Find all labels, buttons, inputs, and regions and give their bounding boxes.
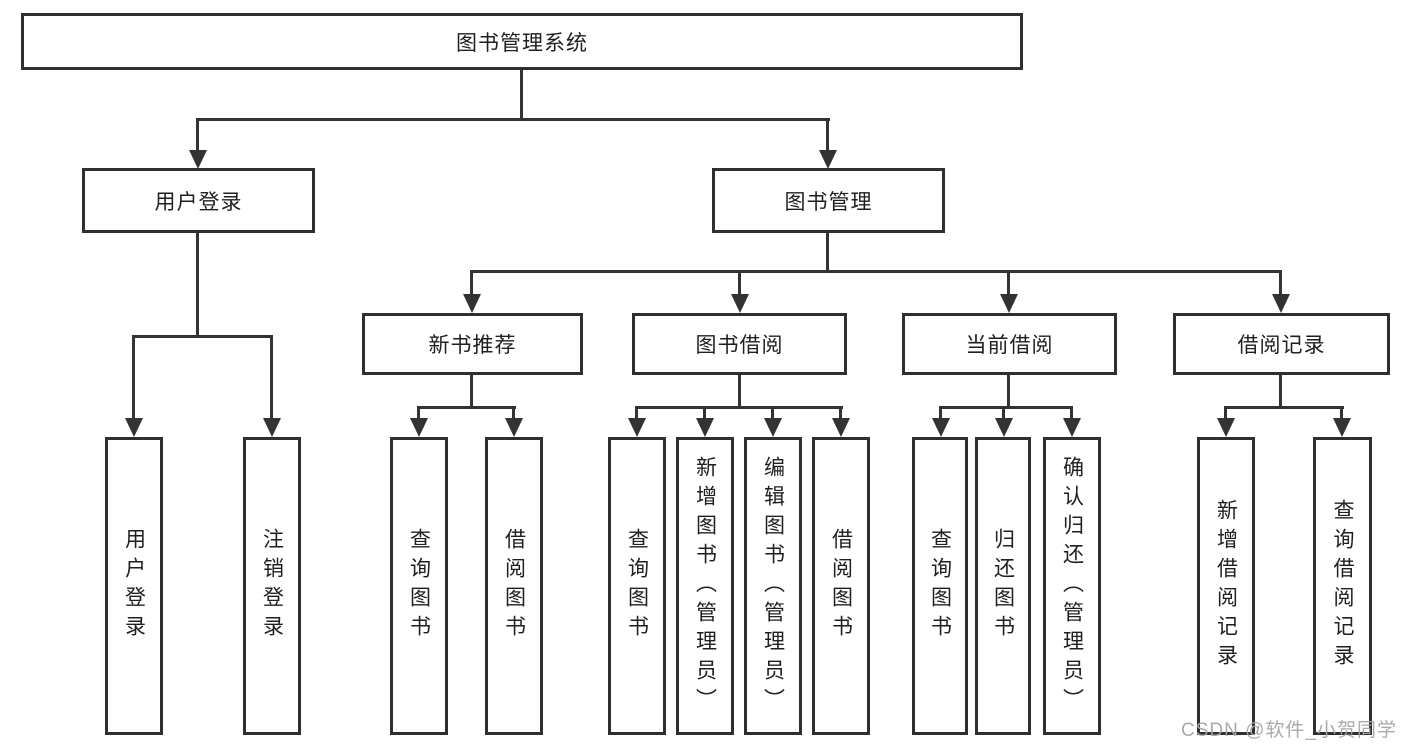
connector-drop [635, 408, 638, 420]
leaf-query-borrow-record-label: 查询借阅记录 [1331, 499, 1354, 673]
connector-drop-leaf-logout [270, 337, 273, 419]
leaf-query-books-current-label: 查询图书 [928, 528, 952, 644]
connector-userlogin-stub [196, 233, 199, 337]
connector-newbook-stub [470, 375, 473, 408]
leaf-borrow-books-recommend-label: 借阅图书 [502, 528, 526, 644]
connector-bookborrow-stub [738, 375, 741, 408]
leaf-user-login-label: 用户登录 [122, 528, 146, 644]
leaf-return-books: 归还图书 [975, 437, 1031, 735]
node-current-borrow: 当前借阅 [902, 313, 1117, 375]
connector-drop-borrowrecords [1279, 272, 1282, 296]
connector-drop [1070, 408, 1073, 420]
node-user-login: 用户登录 [82, 168, 315, 233]
leaf-query-books-current: 查询图书 [912, 437, 968, 735]
leaf-borrow-books-recommend: 借阅图书 [485, 437, 543, 735]
arrowhead-icon [1000, 294, 1018, 313]
leaf-borrow-books: 借阅图书 [812, 437, 870, 735]
arrowhead-icon [932, 418, 950, 437]
arrowhead-icon [731, 294, 749, 313]
arrowhead-icon [696, 418, 714, 437]
arrowhead-icon [125, 418, 143, 437]
connector-root-hline [196, 118, 830, 121]
connector-currentborrow-hline [939, 406, 1073, 409]
node-book-management-label: 图书管理 [784, 190, 873, 214]
leaf-borrow-books-label: 借阅图书 [829, 528, 853, 644]
arrowhead-icon [189, 150, 207, 169]
connector-userlogin-hline [132, 335, 273, 338]
arrowhead-icon [995, 418, 1013, 437]
leaf-confirm-return-admin-label: 确认归还（管理员） [1060, 455, 1084, 717]
node-book-management: 图书管理 [712, 168, 945, 233]
leaf-add-books-admin-label: 新增图书（管理员） [693, 455, 717, 717]
connector-drop [1340, 408, 1343, 420]
connector-drop [512, 408, 515, 420]
arrowhead-icon [1333, 418, 1351, 437]
leaf-confirm-return-admin: 确认归还（管理员） [1043, 437, 1101, 735]
connector-bookborrow-hline [635, 406, 843, 409]
connector-borrowrecords-stub [1279, 375, 1282, 408]
connector-drop-currentborrow [1007, 272, 1010, 296]
leaf-query-books-borrow: 查询图书 [608, 437, 666, 735]
connector-drop [1224, 408, 1227, 420]
leaf-add-books-admin: 新增图书（管理员） [676, 437, 734, 735]
arrowhead-icon [1063, 418, 1081, 437]
arrowhead-icon [1272, 294, 1290, 313]
connector-currentborrow-stub [1007, 375, 1010, 408]
watermark: CSDN @软件_小贺同学 [1181, 720, 1397, 741]
leaf-return-books-label: 归还图书 [991, 528, 1015, 644]
connector-drop-book-mgmt [826, 120, 829, 151]
connector-drop [839, 408, 842, 420]
leaf-edit-books-admin: 编辑图书（管理员） [744, 437, 802, 735]
arrowhead-icon [764, 418, 782, 437]
connector-newbook-hline [417, 406, 516, 409]
arrowhead-icon [628, 418, 646, 437]
leaf-query-borrow-record: 查询借阅记录 [1313, 437, 1372, 735]
connector-drop-leaf-login [132, 337, 135, 419]
arrowhead-icon [410, 418, 428, 437]
connector-drop-newbook [470, 272, 473, 296]
connector-root-stub [520, 70, 523, 120]
node-user-login-label: 用户登录 [154, 190, 243, 214]
connector-drop [703, 408, 706, 420]
node-new-book-recommend-label: 新书推荐 [428, 334, 517, 357]
node-borrow-records: 借阅记录 [1173, 313, 1390, 375]
leaf-add-borrow-record: 新增借阅记录 [1197, 437, 1255, 735]
connector-drop [771, 408, 774, 420]
node-new-book-recommend: 新书推荐 [362, 313, 583, 375]
connector-bookmgmt-stub [826, 233, 829, 272]
leaf-query-books-recommend-label: 查询图书 [407, 528, 431, 644]
leaf-user-login: 用户登录 [105, 437, 163, 735]
connector-bookmgmt-hline [470, 270, 1282, 273]
node-library-system-label: 图书管理系统 [456, 31, 588, 55]
arrowhead-icon [505, 418, 523, 437]
arrowhead-icon [832, 418, 850, 437]
leaf-query-books-borrow-label: 查询图书 [625, 528, 649, 644]
leaf-logout: 注销登录 [243, 437, 301, 735]
leaf-logout-label: 注销登录 [260, 528, 284, 644]
leaf-add-borrow-record-label: 新增借阅记录 [1214, 499, 1238, 673]
connector-drop-user-login [196, 120, 199, 151]
leaf-query-books-recommend: 查询图书 [390, 437, 448, 735]
leaf-edit-books-admin-label: 编辑图书（管理员） [761, 455, 785, 717]
connector-drop [1002, 408, 1005, 420]
node-current-borrow-label: 当前借阅 [965, 334, 1054, 357]
node-book-borrow-label: 图书借阅 [695, 334, 784, 357]
node-book-borrow: 图书借阅 [632, 313, 847, 375]
arrowhead-icon [1217, 418, 1235, 437]
connector-drop [417, 408, 420, 420]
node-library-system: 图书管理系统 [21, 13, 1023, 70]
arrowhead-icon [263, 418, 281, 437]
connector-drop [939, 408, 942, 420]
node-borrow-records-label: 借阅记录 [1237, 334, 1326, 357]
connector-borrowrecords-hline [1224, 406, 1344, 409]
connector-drop-bookborrow [738, 272, 741, 296]
arrowhead-icon [463, 294, 481, 313]
arrowhead-icon [819, 150, 837, 169]
